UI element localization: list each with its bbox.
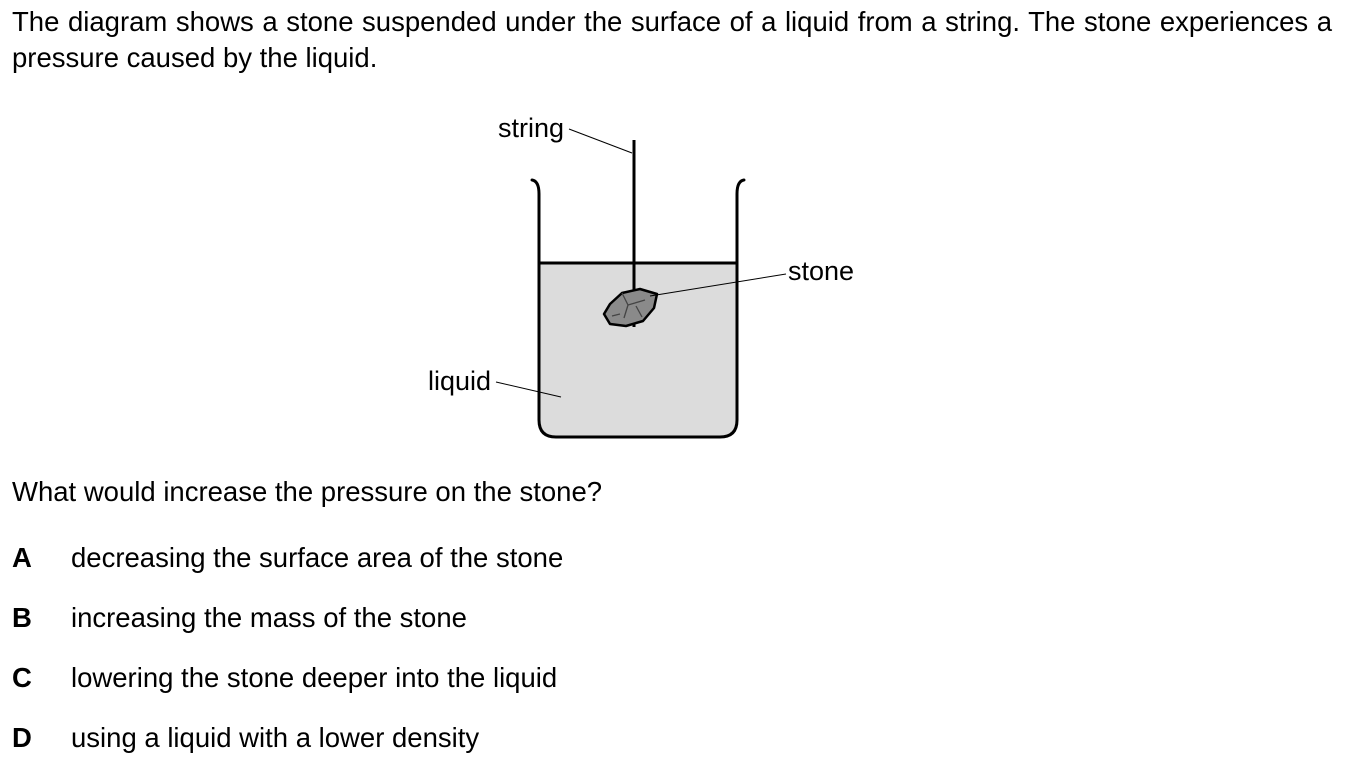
option-a-letter: A (12, 542, 32, 573)
beaker-outline (530, 178, 746, 439)
option-d-text: using a liquid with a lower density (71, 722, 480, 753)
option-c-text: lowering the stone deeper into the liqui… (71, 662, 558, 693)
stone-shape (602, 287, 659, 328)
string-label: string (498, 113, 564, 143)
stone-label: stone (788, 256, 854, 286)
question-stem: The diagram shows a stone suspended unde… (12, 6, 1332, 73)
option-a-text: decreasing the surface area of the stone (71, 542, 564, 573)
question-prompt: What would increase the pressure on the … (12, 476, 603, 507)
string-leader (568, 128, 633, 154)
liquid-fill (539, 263, 737, 437)
liquid-label: liquid (428, 366, 491, 396)
option-b-text: increasing the mass of the stone (71, 602, 467, 633)
stone-leader (649, 273, 787, 297)
option-d-letter: D (12, 722, 32, 753)
option-c-letter: C (12, 662, 32, 693)
liquid-leader (495, 381, 562, 398)
option-b-letter: B (12, 602, 32, 633)
